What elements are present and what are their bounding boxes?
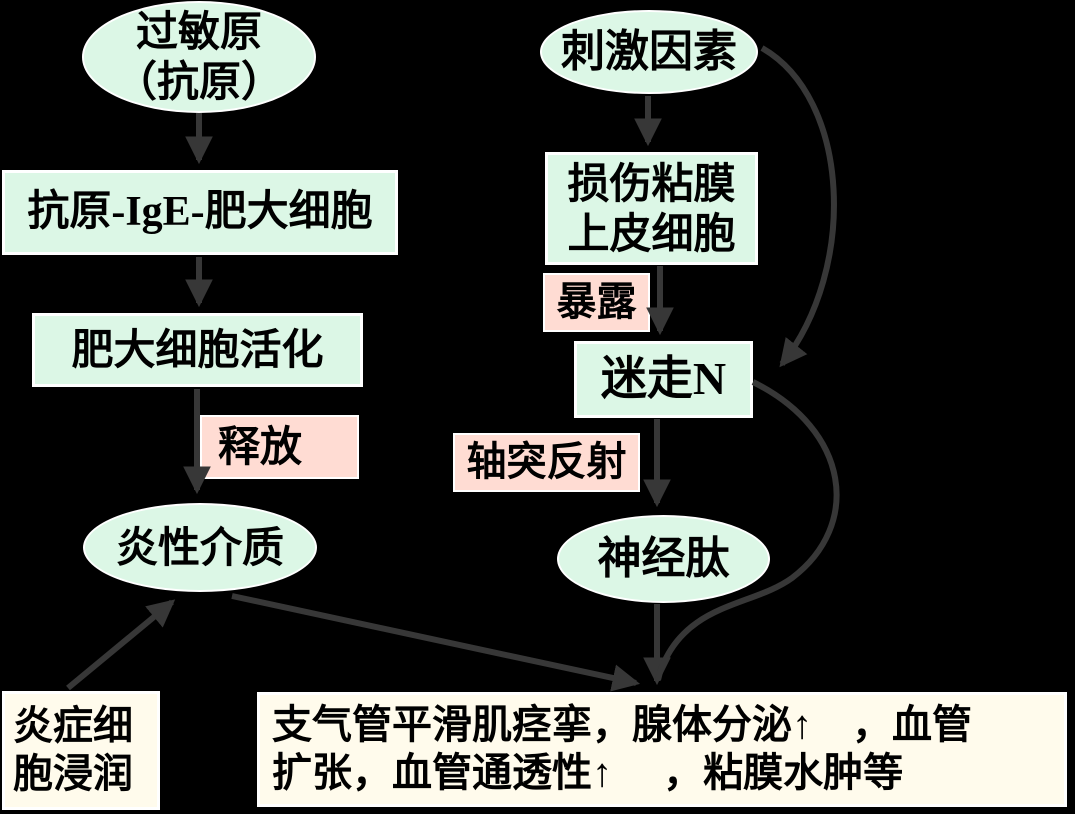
effects-node: 支气管平滑肌痉挛，腺体分泌↑ ，血管 扩张，血管通透性↑ ，粘膜水肿等 [257,692,1067,807]
arrow-stimulus-to-vagus-curve [760,45,837,368]
arrow-mediators-to-effects [231,593,641,692]
mast-cell-activation-node: 肥大细胞活化 [32,313,363,387]
allergen-node: 过敏原 （抗原） [82,1,316,113]
release-edge-label: 释放 [200,415,359,479]
damaged-epithelium-node: 损伤粘膜 上皮细胞 [545,152,758,265]
axon-reflex-edge-label: 轴突反射 [453,433,640,492]
inflammatory-mediators-node: 炎性介质 [83,503,317,592]
antigen-ige-mastcell-node: 抗原-IgE-肥大细胞 [2,170,398,255]
vagus-nerve-node: 迷走N [574,341,753,418]
inflammatory-cell-infiltration-node: 炎症细 胞浸润 [2,691,160,810]
arrow-infiltration-to-mediators [66,599,176,691]
expose-edge-label: 暴露 [543,273,650,332]
stimulus-node: 刺激因素 [540,10,758,94]
neuropeptide-node: 神经肽 [557,515,770,603]
